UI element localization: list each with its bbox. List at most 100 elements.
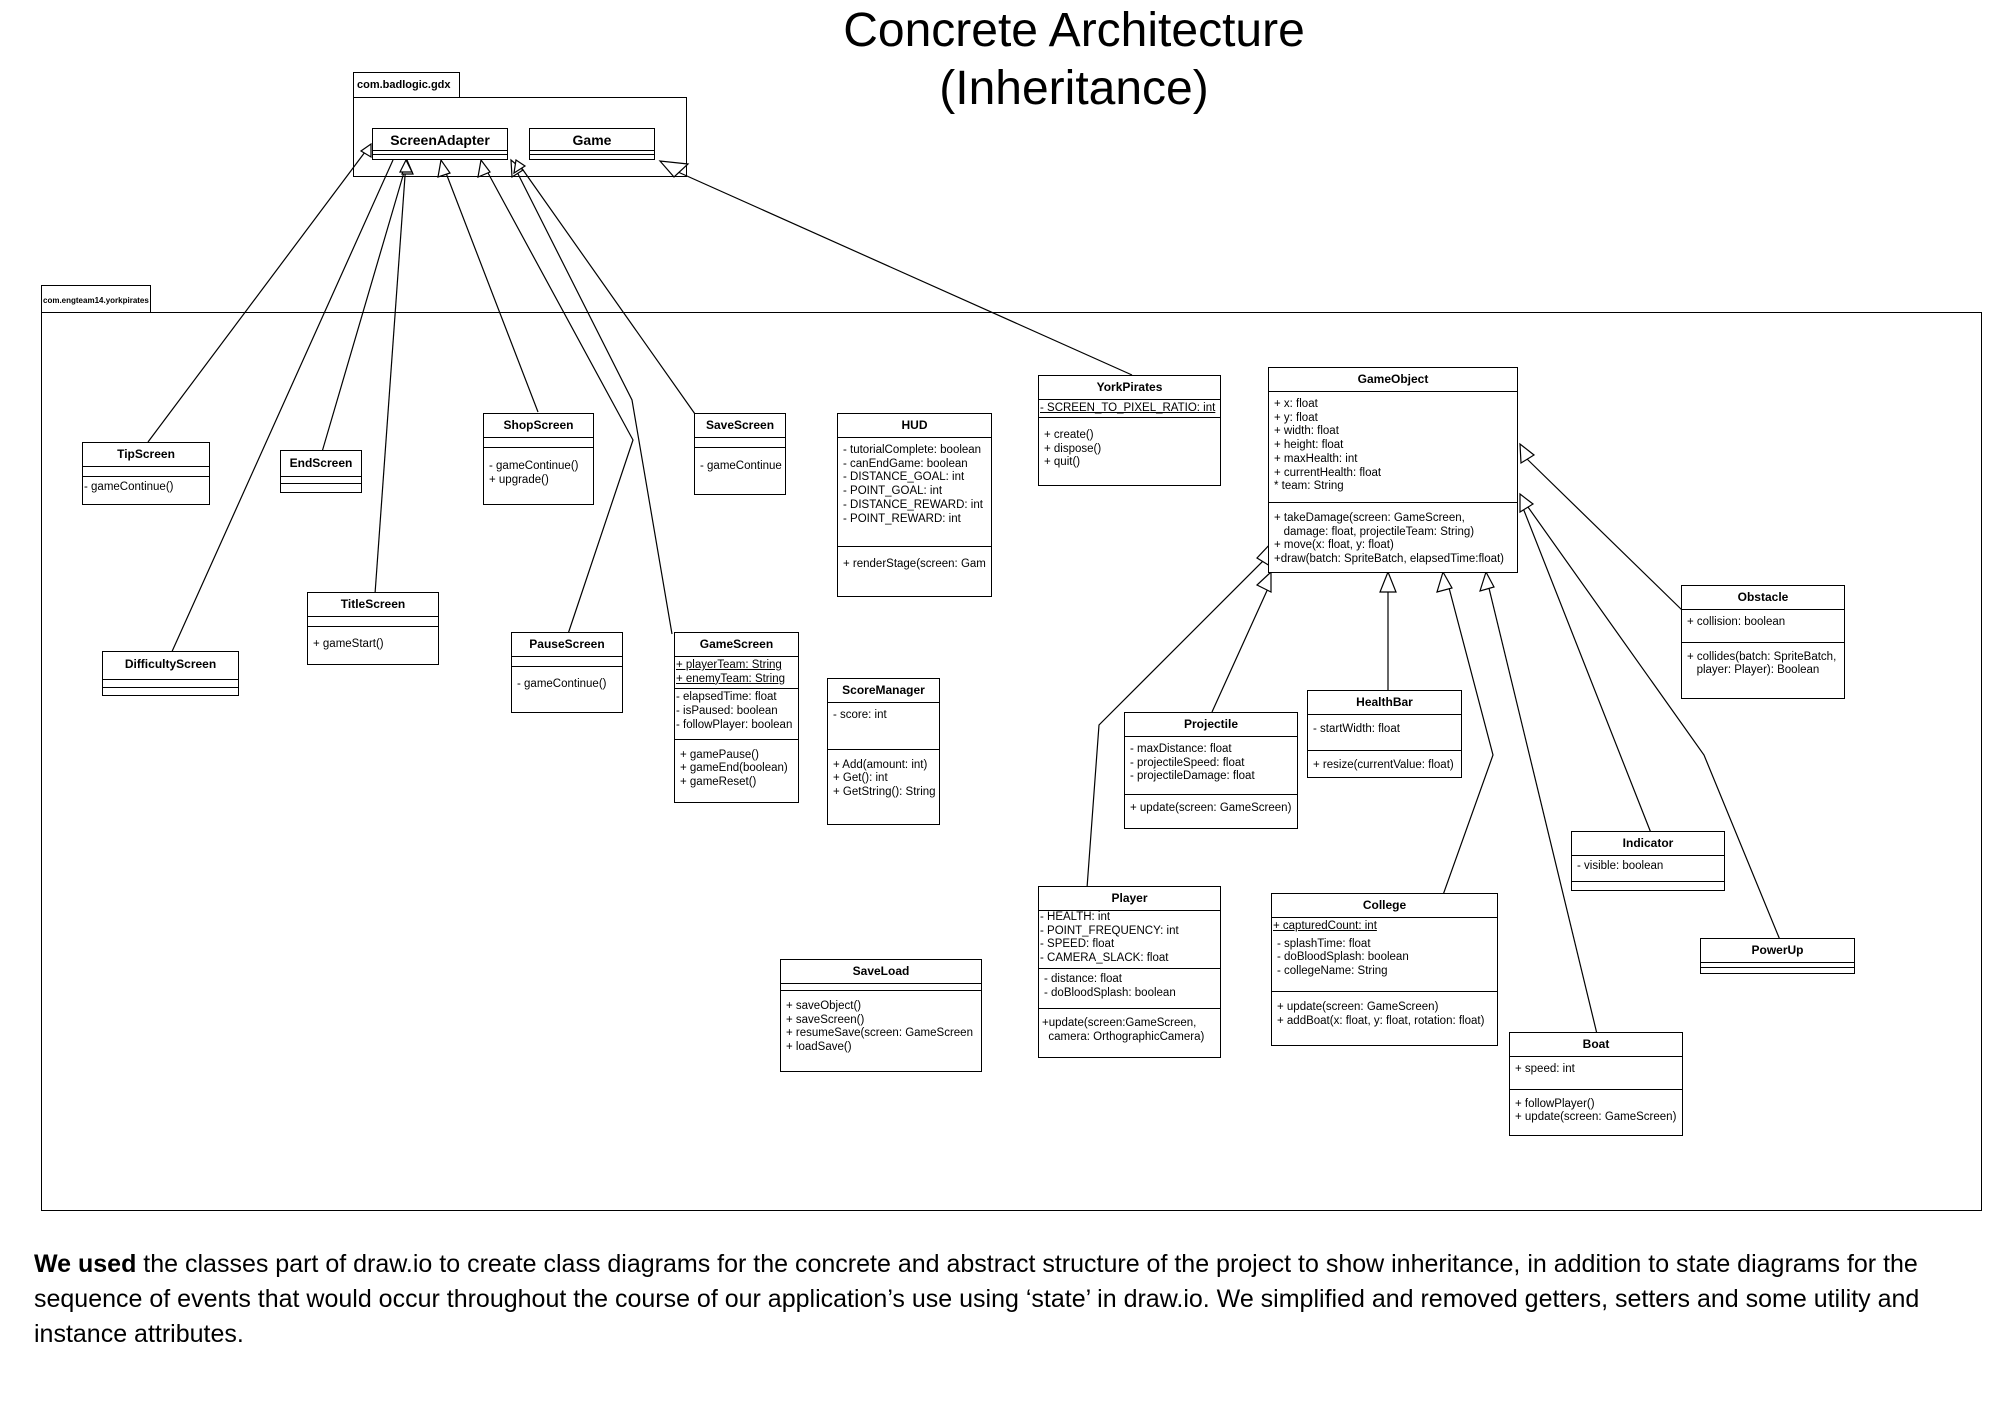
link-gamescreen [510,159,673,635]
arrowhead-shopscreen [437,158,451,178]
method: + loadSave() [786,1041,852,1054]
method: + takeDamage(screen: GameScreen, [1274,511,1465,524]
class-player[interactable]: Player - HEALTH: int - POINT_FREQUENCY: … [1038,886,1221,1058]
arrowhead-college [1436,570,1453,593]
class-saveload[interactable]: SaveLoad + saveObject() + saveScreen() +… [780,959,982,1072]
method: + update(screen: GameScreen) [1277,1000,1439,1013]
link-pausescreen [480,159,634,635]
class-powerup[interactable]: PowerUp [1700,938,1855,974]
method: camera: OrthographicCamera) [1042,1030,1205,1043]
class-methods: + resize(currentValue: float) [1308,751,1461,777]
arrowhead-tipscreen [359,142,372,159]
method: + move(x: float, y: float) [1274,539,1394,552]
class-name: TitleScreen [308,593,438,617]
description-text: the classes part of draw.io to create cl… [34,1250,1920,1348]
class-name: ShopScreen [484,414,593,438]
attribute: - visible: boolean [1577,860,1664,872]
class-methods: + update(screen: GameScreen) + addBoat(x… [1272,992,1497,1037]
method: + saveScreen() [786,1013,865,1026]
class-savescreen[interactable]: SaveScreen - gameContinue [694,413,786,495]
arrowhead-obstacle [1519,442,1536,465]
attribute: - splashTime: float [1277,937,1371,950]
description-lead: We used [34,1250,137,1278]
method: - gameContinue() [84,481,174,493]
class-pausescreen[interactable]: PauseScreen - gameContinue() [511,632,623,713]
link-obstacle [1525,457,1685,613]
class-methods [103,688,238,695]
class-yorkpirates[interactable]: YorkPirates - SCREEN_TO_PIXEL_RATIO: int… [1038,375,1221,486]
attribute: - POINT_REWARD: int [843,512,961,525]
class-attributes: + speed: int [1510,1057,1682,1090]
class-methods: +update(screen:GameScreen, camera: Ortho… [1039,1009,1220,1052]
class-methods: + create() + dispose() + quit() [1039,418,1220,481]
class-name: Boat [1510,1033,1682,1057]
class-difficultyscreen[interactable]: DifficultyScreen [102,651,239,696]
class-scoremanager[interactable]: ScoreManager - score: int + Add(amount: … [827,678,940,825]
method: + gamePause() [680,748,759,761]
attribute: - doBloodSplash: boolean [1044,986,1176,999]
class-college[interactable]: College + capturedCount: int - splashTim… [1271,893,1498,1046]
method: +update(screen:GameScreen, [1042,1017,1197,1030]
arrowhead-healthbar [1379,570,1397,593]
class-methods: - gameContinue() [512,667,622,703]
class-static-attributes: - SCREEN_TO_PIXEL_RATIO: int [1039,400,1220,418]
class-healthbar[interactable]: HealthBar - startWidth: float + resize(c… [1307,690,1462,778]
method: + followPlayer() [1515,1097,1595,1110]
class-attributes: - elapsedTime: float - isPaused: boolean… [675,689,798,740]
class-boat[interactable]: Boat + speed: int + followPlayer() + upd… [1509,1032,1683,1136]
class-indicator[interactable]: Indicator - visible: boolean [1571,831,1725,891]
class-hud[interactable]: HUD - tutorialComplete: boolean - canEnd… [837,413,992,597]
class-shopscreen[interactable]: ShopScreen - gameContinue() + upgrade() [483,413,594,505]
static-attribute: + capturedCount: int [1273,920,1377,932]
attribute: - canEndGame: boolean [843,457,968,470]
arrowhead-indicator [1519,492,1535,514]
class-name: TipScreen [83,443,209,467]
static-attribute: - CAMERA_SLACK: float [1040,952,1169,965]
class-gamescreen[interactable]: GameScreen + playerTeam: String + enemyT… [674,632,799,803]
package-yorkpirates-tab: com.engteam14.yorkpirates [41,285,151,313]
class-obstacle[interactable]: Obstacle + collision: boolean + collides… [1681,585,1845,699]
class-name: Game [530,129,654,151]
method: + resize(currentValue: float) [1313,758,1454,771]
package-gdx [353,97,687,177]
class-attributes [103,680,238,688]
method: damage: float, projectileTeam: String) [1274,525,1475,538]
class-methods: + collides(batch: SpriteBatch, player: P… [1682,643,1844,686]
class-attributes: - tutorialComplete: boolean - canEndGame… [838,438,991,548]
attribute: - DISTANCE_GOAL: int [843,471,965,484]
arrowhead-boat [1479,570,1495,592]
class-name: College [1272,894,1497,918]
class-methods: + gamePause() + gameEnd(boolean) + gameR… [675,740,798,799]
class-methods: + gameStart() [308,627,438,663]
class-attributes: - maxDistance: float - projectileSpeed: … [1125,737,1297,796]
static-attribute: + playerTeam: String [676,659,782,671]
method: + update(screen: GameScreen) [1130,802,1292,815]
class-methods [1701,968,1854,972]
class-tipscreen[interactable]: TipScreen - gameContinue() [82,442,210,505]
method: - gameContinue [700,460,782,472]
class-attributes [530,151,654,155]
method: + resumeSave(screen: GameScreen [786,1027,973,1040]
attribute: - distance: float [1044,972,1122,985]
class-attributes: - visible: boolean [1572,856,1724,882]
class-projectile[interactable]: Projectile - maxDistance: float - projec… [1124,712,1298,829]
class-name: PauseScreen [512,633,622,657]
class-name: SaveLoad [781,960,981,984]
link-yorkpirates [677,171,1133,376]
class-endscreen[interactable]: EndScreen [280,450,362,493]
class-gameobject[interactable]: GameObject + x: float + y: float + width… [1268,367,1518,573]
link-savescreen [515,159,696,415]
attribute: - POINT_GOAL: int [843,485,943,498]
static-attribute: - HEALTH: int [1040,911,1111,923]
link-indicator [1522,507,1652,834]
class-attributes: - splashTime: float - doBloodSplash: boo… [1272,936,1497,992]
method: + upgrade() [489,473,549,486]
class-game[interactable]: Game [529,128,655,160]
static-attribute: - SPEED: float [1040,938,1115,951]
class-titlescreen[interactable]: TitleScreen + gameStart() [307,592,439,665]
class-screenadapter[interactable]: ScreenAdapter [372,128,508,160]
attribute: + currentHealth: float [1274,466,1382,479]
class-attributes: + collision: boolean [1682,610,1844,643]
method: + saveObject() [786,1000,862,1012]
class-methods [281,484,361,490]
